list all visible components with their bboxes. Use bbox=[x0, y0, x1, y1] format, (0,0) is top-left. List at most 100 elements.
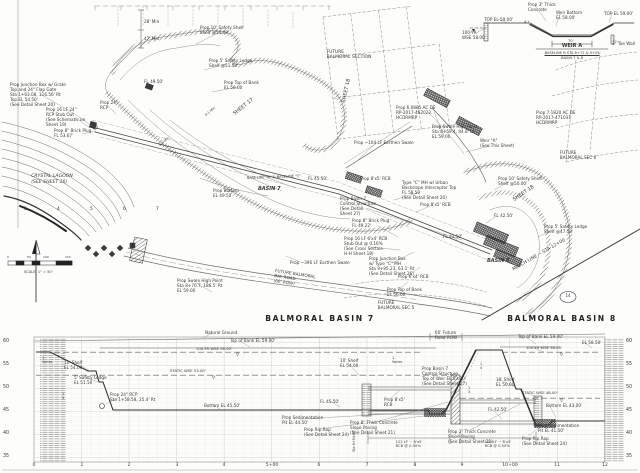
slope-varies-left: 1 Varies bbox=[42, 356, 53, 365]
swale-high-point-s: Prop Swale High Point Sta 8+70.7, 186.5'… bbox=[177, 278, 223, 294]
scale-tick-0: 0 bbox=[7, 255, 9, 259]
static-wse-48: STATIC WSE 48.00' bbox=[522, 390, 558, 395]
lagoon-sta-6: 6 bbox=[123, 207, 126, 212]
wse-lines bbox=[36, 351, 600, 399]
match-line-sheet-bubble: 14 bbox=[565, 293, 571, 298]
elev-right-55: 55 bbox=[626, 362, 633, 367]
weir-detail-sub2: BASIN 7 & 8 bbox=[561, 56, 583, 60]
scale-note: SCALE: 1" = 50' bbox=[24, 270, 53, 274]
weir-detail bbox=[469, 22, 635, 50]
elev-left-50: 50 bbox=[3, 385, 10, 390]
natural-ground-label: Natural Ground bbox=[205, 330, 238, 335]
junction-box-section bbox=[361, 383, 372, 417]
earthen-swale bbox=[345, 125, 413, 169]
sed-pit-right: Prop Sedimentation Pit EL 41.50' bbox=[538, 423, 580, 434]
left-elevation-band bbox=[40, 338, 66, 462]
elev-left-45: 45 bbox=[3, 408, 10, 413]
control-structure-section bbox=[450, 374, 461, 425]
balmoral-basin7-title: BALMORAL BASIN 7 bbox=[265, 314, 375, 323]
match-line bbox=[481, 228, 640, 321]
weir-toe-wall-label: 3" Toe Wall bbox=[612, 41, 636, 46]
right-elevation-band bbox=[604, 338, 624, 462]
sed-pit-left: Prop Sedimentation Pit EL 44.50' bbox=[282, 415, 324, 426]
crystal-lagoon-label: CRYSTAL LAGOON (SEE SHEET 16) bbox=[31, 174, 73, 185]
drainage-area-callout-2: Prop 7.1820 AC DE RP-2017-471031 HCDRMRP bbox=[536, 110, 576, 126]
safety-ledge-515-callout: Prop 5' Safety Ledge Shelf @51.50' bbox=[209, 58, 253, 69]
bottom-el-43: Bottom EL 43.00' bbox=[546, 403, 583, 408]
rcp-24-section bbox=[99, 403, 105, 409]
elev-left-40: 40 bbox=[3, 431, 10, 436]
basin7-control-profile: Prop Basin 7 Control Structure Top of We… bbox=[422, 366, 467, 387]
basin7-bottom-callout: Prop Bottom EL 49.50 bbox=[213, 188, 239, 199]
weir-detail-sub1: BASELINE B STA 8+72 & 9+55 bbox=[544, 51, 600, 55]
elev-left-60: 60 bbox=[3, 339, 10, 344]
rcb-run-dim-122: 122 LF ~ 8'x5' RCB @ 0.50% bbox=[395, 440, 423, 449]
station-4: 4 bbox=[222, 463, 226, 468]
lagoon-sta-7: 7 bbox=[156, 207, 159, 212]
drainage-area-callout-1: Prop 6.0885 AC DE RP-2017-462022 HCDRMRP bbox=[396, 105, 436, 121]
station-5+00: 5+00 bbox=[265, 463, 279, 468]
station-0: 0 bbox=[32, 463, 36, 468]
basin7-rim bbox=[105, 27, 413, 234]
rcb-stub-64-callout: Prop 16 LF 6'x4' RCB Stub Out @ 0.16% (S… bbox=[344, 236, 388, 257]
plan-leaders bbox=[39, 6, 619, 293]
bay-road-lines bbox=[123, 247, 493, 317]
plan-structures bbox=[84, 82, 523, 268]
brick-plug-callout-2: Prop 8" Brick Plug FL 49.22' bbox=[352, 218, 390, 229]
dim-47-min: 47' Min bbox=[144, 36, 160, 41]
station-10+00: 10+00 bbox=[502, 463, 518, 468]
weir-slope-41: 4:1 bbox=[524, 20, 530, 24]
basin7-control-structure-plan: Prop Basin 7 Control Structure (See Deta… bbox=[340, 196, 376, 217]
el-5850: EL 58.50' bbox=[582, 340, 602, 345]
fl-4250-basin8-a: FL 42.50' bbox=[494, 213, 514, 218]
station-9: 9 bbox=[460, 463, 464, 468]
weir-swale bbox=[431, 107, 487, 183]
weir-top-right: TOP EL 59.00' bbox=[604, 11, 634, 16]
station-7: 7 bbox=[365, 463, 369, 468]
north-arrow bbox=[32, 239, 41, 303]
riprap-right bbox=[534, 419, 556, 428]
top-of-bank-59-left: Top of Bank EL 59.00' bbox=[230, 338, 276, 343]
future-section-grid bbox=[322, 5, 470, 140]
rcb-runs bbox=[368, 386, 536, 425]
elev-right-50: 50 bbox=[626, 385, 633, 390]
basin7-label: BASIN 7 bbox=[258, 186, 281, 192]
slope-1-3-right: 1 3 bbox=[468, 386, 471, 395]
rcp-24-label: Prop 24" RCP bbox=[100, 100, 118, 111]
rcb-85-profile: Prop 8'x5' RCB bbox=[384, 397, 405, 408]
type-c-mh-callout: Type "C" MH w/ Urban Backslope Intercept… bbox=[402, 180, 457, 201]
swale-high-point-ne: Prop Swale High Point Sta 8+59.4, 94.8' … bbox=[432, 124, 478, 140]
top-of-bank-56-ne: Prop Top of Bank EL 56.00 bbox=[224, 80, 259, 91]
rcp-stub-out-callout: Prop 16 LF 24" RCP Stub Out (See Schemat… bbox=[46, 107, 86, 128]
road-row-dim: 60' Future Road ROW bbox=[434, 330, 458, 341]
future-sec-5-label: FUTURE BALMORAL SEC 5 bbox=[377, 300, 415, 311]
slope-varies-mid: 1 Varies bbox=[392, 356, 403, 365]
elev-right-40: 40 bbox=[626, 431, 633, 436]
balmoral-basin8-title: BALMORAL BASIN 8 bbox=[507, 314, 617, 323]
basin8-label: BASIN 8 bbox=[487, 258, 510, 264]
station-6: 6 bbox=[317, 463, 321, 468]
elev-left-55: 55 bbox=[3, 362, 10, 367]
safety-shelf-50-basin8: Prop 10' Safety Shelf Shelf @50.00' bbox=[498, 176, 542, 187]
safety-ledge-475-basin8: Prop 5' Safety Ledge Shelf @47.50' bbox=[544, 224, 588, 235]
shelf-50-profile: 10' Shelf EL 50.00 bbox=[496, 377, 515, 388]
safety-shelf-54-callout: Prop 10' Safety Shelf Shelf @54.00' bbox=[200, 25, 244, 36]
weir-wse-label: 100-YR WSE 58.00' bbox=[462, 30, 486, 41]
top-of-bank-59-right: Top of Bank EL 59.00' bbox=[518, 334, 564, 339]
riprap-left bbox=[424, 408, 446, 417]
rcb-85-plan-1: Prop 8'x5' RCB bbox=[360, 176, 391, 181]
slope-paving-left: Prop 8" Thick Concrete Slope Paving (See… bbox=[350, 420, 398, 436]
slope-3-1: 1 3 bbox=[62, 392, 65, 401]
rcp-24-profile: Prop 24" RCP Sta 1+58.58, 25.4' Rt bbox=[110, 392, 156, 403]
brick-plug-callout-1: Prop 8" Brick Plug FL 53.67' bbox=[54, 128, 92, 139]
scale-tick-150: 150 bbox=[65, 255, 71, 259]
station-8: 8 bbox=[413, 463, 417, 468]
weir-detail-title: WEIR A bbox=[561, 43, 583, 49]
slope-paving-right: Prop 3" Thick Concrete Slope Paving (See… bbox=[448, 429, 496, 445]
profile-view bbox=[33, 332, 624, 463]
weir-top-left: TOP EL 59.00' bbox=[484, 17, 514, 22]
basin8-rim bbox=[463, 161, 573, 317]
weir-a-reference: Weir "A" (See This Sheet) bbox=[480, 138, 515, 149]
